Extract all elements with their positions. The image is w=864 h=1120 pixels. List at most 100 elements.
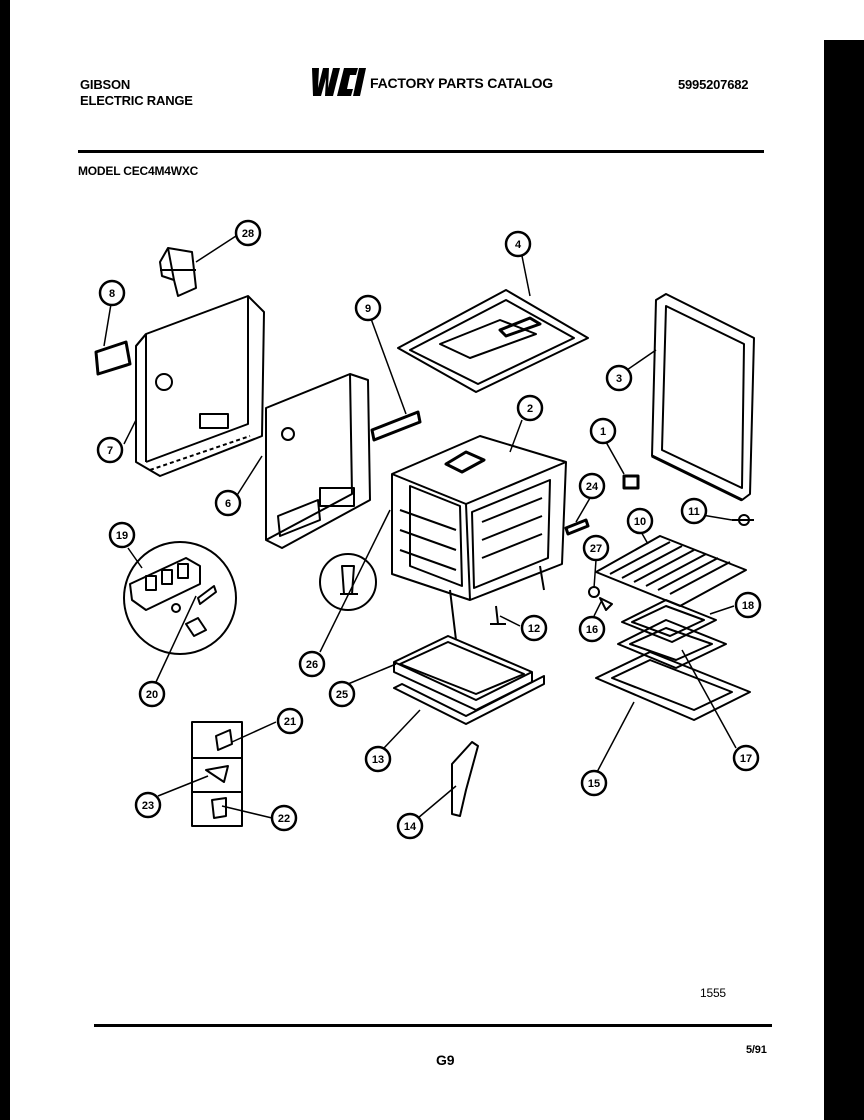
callout-number: 23 (142, 800, 154, 812)
part-broiler-pan-17 (617, 619, 727, 669)
part-plate-8 (94, 340, 132, 376)
part-hardware-27-16 (588, 586, 613, 611)
callout-25: 25 (328, 680, 356, 708)
callout-number: 19 (116, 530, 128, 542)
callout-number: 13 (372, 754, 384, 766)
callout-22: 22 (270, 804, 298, 832)
callout-circle (605, 364, 633, 392)
callout-4: 4 (504, 230, 532, 258)
part-drawer-base-13 (393, 675, 545, 725)
callout-9: 9 (354, 294, 382, 322)
callout-number: 11 (688, 506, 700, 518)
part-door-frame-3 (651, 293, 755, 502)
part-bracket-14 (451, 741, 479, 817)
callout-3: 3 (605, 364, 633, 392)
callout-labels: 2887694321241011271816121920262513141517… (96, 219, 762, 840)
callout-circle (589, 417, 617, 445)
part-detail-19-20 (123, 541, 237, 655)
page-number: G9 (436, 1052, 455, 1068)
part-fastener-boxes-21-23-22 (191, 721, 243, 827)
callout-28: 28 (234, 219, 262, 247)
revision-date: 5/91 (746, 1044, 767, 1056)
callout-circle (680, 497, 708, 525)
callout-circle (298, 650, 326, 678)
catalog-title: FACTORY PARTS CATALOG (370, 75, 553, 91)
callout-number: 6 (225, 498, 231, 510)
part-side-panel-6 (265, 373, 371, 549)
part-clip-24 (564, 518, 590, 536)
callout-number: 27 (590, 543, 602, 555)
header-rule (78, 150, 764, 153)
model-number: MODEL CEC4M4WXC (78, 164, 199, 178)
callout-circle (580, 769, 608, 797)
callout-circle (138, 680, 166, 708)
callout-number: 18 (742, 600, 754, 612)
callout-1: 1 (589, 417, 617, 445)
callout-10: 10 (626, 507, 654, 535)
callout-circle (626, 507, 654, 535)
callout-number: 24 (586, 481, 599, 493)
callout-circle (134, 791, 162, 819)
callout-number: 10 (634, 516, 646, 528)
callout-circle (96, 436, 124, 464)
part-pin-12 (490, 605, 506, 625)
callout-23: 23 (134, 791, 162, 819)
callout-circle (276, 707, 304, 735)
part-bracket-28 (159, 247, 197, 297)
footer-rule (94, 1024, 772, 1027)
callout-18: 18 (734, 591, 762, 619)
callout-number: 7 (107, 445, 113, 457)
callout-number: 14 (404, 821, 417, 833)
scan-edge-right (824, 40, 864, 1120)
callout-13: 13 (364, 745, 392, 773)
callout-14: 14 (396, 812, 424, 840)
callout-circle (234, 219, 262, 247)
figure-number: 1555 (700, 986, 726, 1000)
part-bottom-tray-15 (595, 651, 751, 721)
callout-21: 21 (276, 707, 304, 735)
callout-circle (520, 614, 548, 642)
callout-number: 17 (740, 753, 752, 765)
callout-12: 12 (520, 614, 548, 642)
callout-number: 26 (306, 659, 318, 671)
brand-block: GIBSON ELECTRIC RANGE (80, 77, 193, 109)
wci-logo (312, 68, 366, 96)
callout-20: 20 (138, 680, 166, 708)
part-oven-body-2 (391, 435, 567, 641)
callout-26: 26 (298, 650, 326, 678)
callout-6: 6 (214, 489, 242, 517)
callout-circle (578, 615, 606, 643)
part-top-panel-4 (397, 289, 589, 393)
callout-number: 16 (586, 624, 598, 636)
part-screw-11 (732, 514, 754, 526)
part-back-panel-7 (135, 295, 265, 477)
scan-edge-left (0, 0, 10, 1120)
part-strip-9 (370, 410, 422, 442)
callout-number: 2 (527, 403, 533, 415)
callout-24: 24 (578, 472, 606, 500)
callout-circle (504, 230, 532, 258)
callout-number: 25 (336, 689, 348, 701)
callout-circle (582, 534, 610, 562)
catalog-part-number: 5995207682 (678, 77, 749, 92)
callout-number: 21 (284, 716, 296, 728)
callout-number: 15 (588, 778, 600, 790)
callout-number: 9 (365, 303, 371, 315)
callout-circle (214, 489, 242, 517)
callout-7: 7 (96, 436, 124, 464)
callout-circle (364, 745, 392, 773)
part-block-1 (622, 474, 640, 490)
part-oven-rack-10 (595, 535, 747, 607)
callout-circle (328, 680, 356, 708)
callout-circle (396, 812, 424, 840)
callout-2: 2 (516, 394, 544, 422)
product-type: ELECTRIC RANGE (80, 93, 193, 108)
callout-19: 19 (108, 521, 136, 549)
brand-name: GIBSON (80, 77, 131, 92)
callout-circle (516, 394, 544, 422)
callout-circle (732, 744, 760, 772)
callout-circle (578, 472, 606, 500)
callout-circle (734, 591, 762, 619)
